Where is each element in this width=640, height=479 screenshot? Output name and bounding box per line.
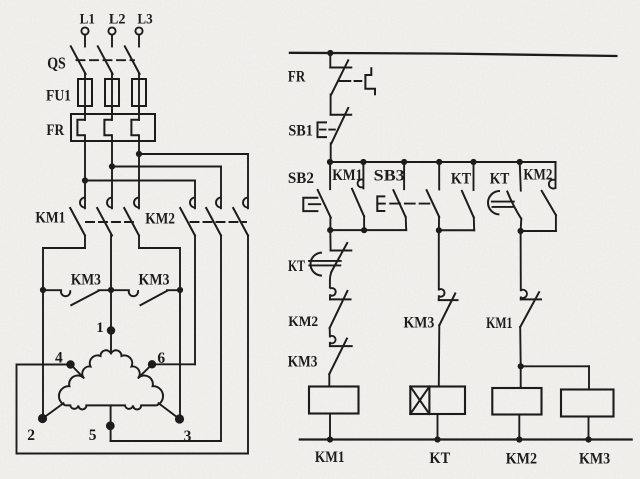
svg-text:KM1: KM1 bbox=[486, 315, 512, 332]
svg-text:6: 6 bbox=[157, 350, 165, 367]
svg-text:3: 3 bbox=[184, 428, 192, 445]
svg-text:KM1: KM1 bbox=[315, 449, 345, 466]
svg-text:FR: FR bbox=[46, 122, 64, 139]
svg-text:KM3: KM3 bbox=[288, 354, 318, 371]
svg-text:5: 5 bbox=[89, 427, 97, 444]
svg-text:FR: FR bbox=[288, 68, 306, 85]
svg-text:2: 2 bbox=[27, 427, 35, 444]
svg-text:1: 1 bbox=[96, 320, 104, 336]
svg-text:KT: KT bbox=[429, 450, 450, 467]
svg-text:SB2: SB2 bbox=[288, 170, 314, 187]
svg-text:KM2: KM2 bbox=[145, 211, 175, 228]
svg-text:KM1: KM1 bbox=[35, 210, 65, 227]
svg-text:KT: KT bbox=[288, 258, 305, 275]
svg-text:KM3: KM3 bbox=[579, 450, 610, 467]
svg-text:SB3: SB3 bbox=[374, 167, 405, 184]
svg-text:KM2: KM2 bbox=[288, 314, 318, 330]
svg-text:L3: L3 bbox=[137, 12, 152, 28]
svg-text:4: 4 bbox=[55, 350, 63, 367]
svg-text:KM3: KM3 bbox=[404, 314, 435, 331]
svg-text:FU1: FU1 bbox=[46, 87, 71, 104]
svg-text:SB1: SB1 bbox=[288, 123, 313, 140]
svg-text:QS: QS bbox=[47, 53, 66, 72]
svg-text:KM1: KM1 bbox=[332, 167, 362, 184]
svg-text:KT: KT bbox=[490, 171, 510, 188]
svg-text:KM2: KM2 bbox=[523, 167, 552, 184]
svg-text:KM3: KM3 bbox=[139, 272, 170, 289]
svg-text:KT: KT bbox=[451, 171, 472, 188]
svg-text:L2: L2 bbox=[109, 12, 126, 28]
svg-text:L1: L1 bbox=[80, 12, 95, 28]
svg-text:KM2: KM2 bbox=[506, 450, 538, 467]
svg-text:KM3: KM3 bbox=[71, 272, 101, 289]
